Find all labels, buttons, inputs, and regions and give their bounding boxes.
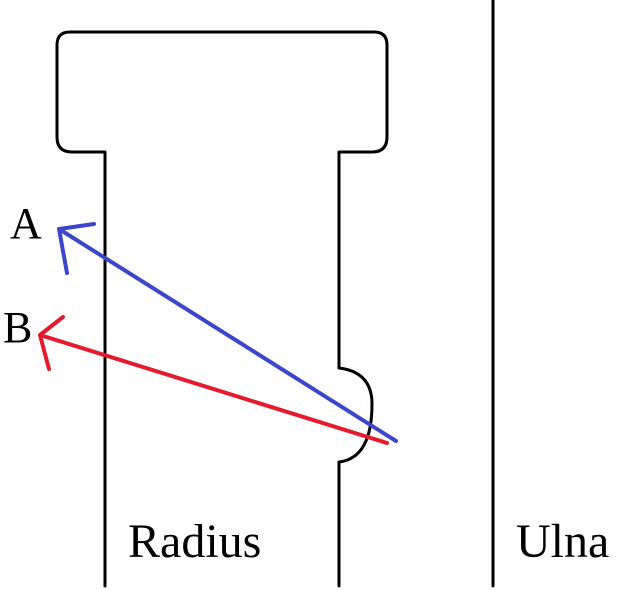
arrow-a [57, 222, 398, 443]
arrow-a-label: A [10, 199, 42, 248]
arrow-b [38, 315, 389, 445]
arrow-b-head [38, 315, 65, 371]
radius-label: Radius [128, 515, 261, 568]
radius-outline [55, 30, 389, 588]
arrow-a-shaft [57, 227, 398, 443]
arrow-a-head [57, 222, 96, 275]
arrow-b-label: B [3, 303, 32, 352]
ulna-label: Ulna [516, 515, 609, 568]
arrow-b-shaft [38, 333, 389, 445]
